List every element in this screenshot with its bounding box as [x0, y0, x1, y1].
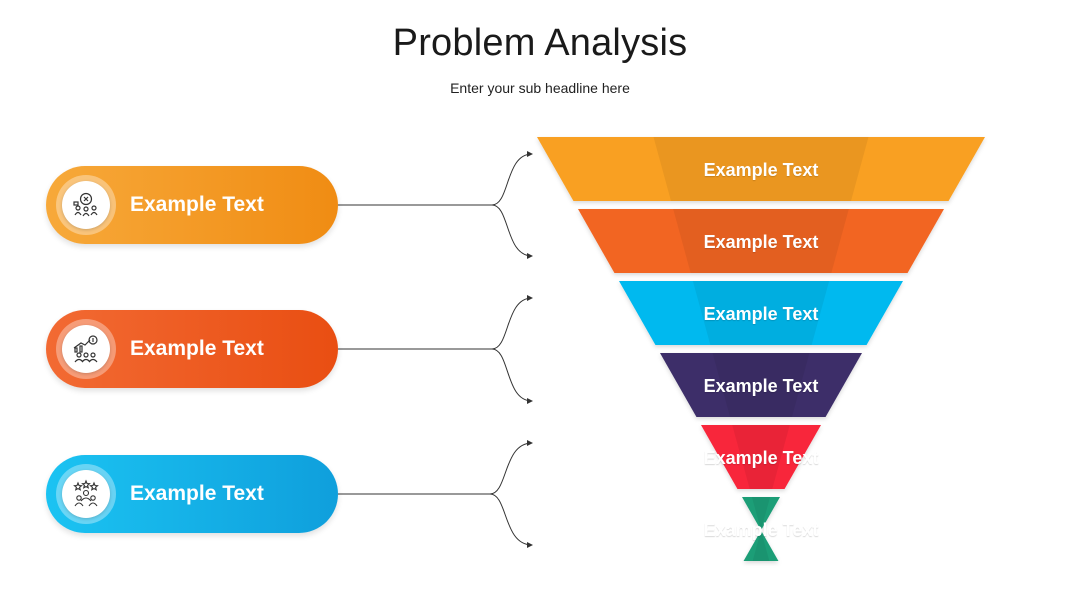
funnel-layer-5[interactable]: [701, 425, 821, 489]
page-title: Problem Analysis: [392, 22, 688, 64]
pill-3-badge: [62, 470, 110, 518]
funnel-layer-1-label: Example Text: [703, 160, 819, 180]
pill-3-label: Example Text: [130, 482, 264, 505]
pill-2-badge: [62, 325, 110, 373]
funnel-layer-3-shade: [692, 281, 830, 345]
connector-3b: [489, 493, 533, 548]
funnel-layer-1-shade: [653, 137, 869, 201]
funnel-layer-1[interactable]: [537, 137, 985, 201]
funnel-layer-4-shade: [712, 353, 810, 417]
funnel-layer-4-label: Example Text: [703, 376, 819, 396]
funnel-layer-6-label: Example Text: [703, 520, 819, 540]
funnel-layer-4[interactable]: [660, 353, 862, 417]
funnel-layer-3[interactable]: [619, 281, 903, 345]
rated-team-icon: [73, 479, 99, 507]
pill-1-label: Example Text: [130, 193, 264, 216]
pill-1-badge: [62, 181, 110, 229]
funnel-layer-3-label: Example Text: [703, 304, 819, 324]
growth-chart-team-icon: [73, 335, 98, 363]
pill-1[interactable]: Example Text: [46, 166, 338, 244]
page-subtitle: Enter your sub headline here: [450, 80, 630, 96]
pill-3[interactable]: Example Text: [46, 455, 338, 533]
pill-2[interactable]: Example Text: [46, 310, 338, 388]
connector-2b: [491, 348, 533, 404]
trophy-team-icon: [73, 192, 98, 217]
funnel-layer-2-label: Example Text: [703, 232, 819, 252]
pill-2-label: Example Text: [130, 337, 264, 360]
funnel-layer-5-shade: [732, 425, 790, 489]
funnel-layer-2-shade: [673, 209, 849, 273]
funnel-layer-5-label: Example Text: [703, 448, 819, 468]
funnel-layer-6[interactable]: [742, 497, 780, 561]
funnel-layer-6-shade: [751, 497, 771, 561]
connector-1b: [491, 204, 533, 259]
funnel-layer-2[interactable]: [578, 209, 944, 273]
